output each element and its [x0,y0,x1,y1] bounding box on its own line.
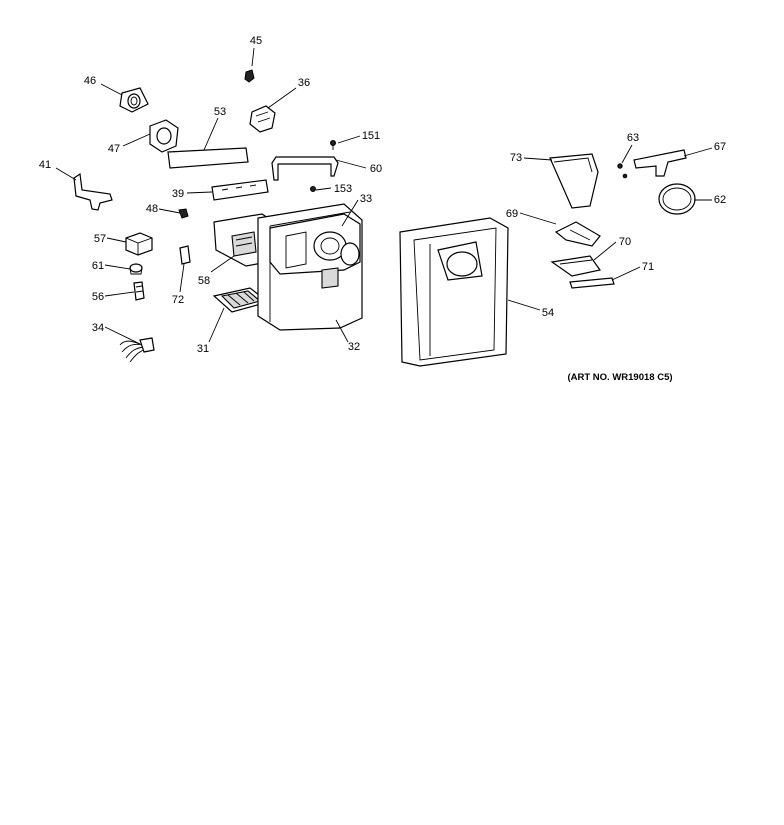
part-60-handle [271,156,339,181]
callout-71: 71 [642,261,654,273]
callout-45: 45 [250,35,262,47]
part-54-door-panel [399,217,509,367]
callout-60: 60 [370,163,382,175]
part-47-housing [149,119,179,153]
part-48-grommet [178,208,189,219]
part-53-cover-plate [167,147,249,169]
part-56-valve [133,281,145,301]
part-151-screw [330,140,336,150]
part-63-screw [617,163,628,179]
part-45-clip [244,69,255,83]
callout-61: 61 [92,260,104,272]
callout-72: 72 [172,294,184,306]
callout-33: 33 [360,193,372,205]
callout-46: 46 [84,75,96,87]
callout-36: 36 [298,77,310,89]
callout-151: 151 [362,130,380,142]
callout-67: 67 [714,141,726,153]
callout-56: 56 [92,291,104,303]
art-number: (ART NO. WR19018 C5) [567,372,672,383]
part-153-screw [310,186,316,192]
part-58-motor-housing [213,213,269,267]
part-36-bracket [249,105,276,133]
part-72-actuator [179,245,191,265]
callout-31: 31 [197,343,209,355]
part-33-crusher-assembly [269,213,361,289]
callout-34: 34 [92,322,104,334]
leader-lines [55,47,713,345]
callout-153: 153 [334,183,352,195]
part-34-wire-harness [119,337,155,363]
part-73-chute [549,153,599,209]
part-70-actuator-arm [550,255,602,277]
callout-62: 62 [714,194,726,206]
callout-53: 53 [214,106,226,118]
callout-47: 47 [108,143,120,155]
part-69-lever [554,221,601,247]
part-31-drip-tray [212,287,270,313]
callout-57: 57 [94,233,106,245]
callout-69: 69 [506,208,518,220]
callout-32: 32 [348,341,360,353]
part-67-bracket [633,149,687,177]
part-57-switch [125,232,153,256]
callout-41: 41 [39,159,51,171]
part-71-rod [569,277,615,289]
callout-58: 58 [198,275,210,287]
callout-39: 39 [172,188,184,200]
part-62-gasket-ring [658,183,696,215]
part-61-nut [129,263,143,275]
part-39-control-board [211,179,269,201]
callout-70: 70 [619,236,631,248]
callout-48: 48 [146,203,158,215]
callout-73: 73 [510,152,522,164]
part-41-bracket [73,172,113,211]
part-46-knob [119,87,149,113]
callout-63: 63 [627,132,639,144]
callout-54: 54 [542,307,554,319]
